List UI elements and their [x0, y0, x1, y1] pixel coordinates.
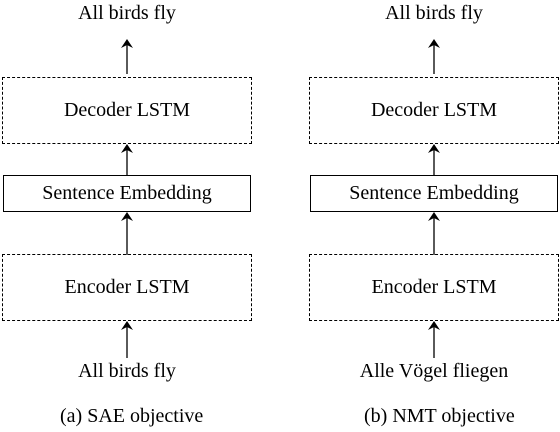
panel-nmt: All birds fly Decoder LSTM Sentence Embe… [309, 0, 559, 432]
panel-sae: All birds fly Decoder LSTM Sentence Embe… [2, 0, 252, 432]
arrow-encoder-to-embedding [121, 212, 133, 255]
decoder-lstm-box: Decoder LSTM [309, 77, 559, 144]
caption-nmt: (b) NMT objective [364, 405, 515, 427]
encoder-lstm-label: Encoder LSTM [64, 276, 190, 298]
decoder-lstm-box: Decoder LSTM [2, 77, 252, 144]
input-text: All birds fly [78, 360, 176, 382]
decoder-lstm-label: Decoder LSTM [63, 99, 191, 121]
arrow-input-to-encoder [428, 321, 440, 358]
arrow-embedding-to-decoder [428, 144, 440, 176]
output-text: All birds fly [385, 2, 483, 24]
sentence-embedding-box: Sentence Embedding [3, 175, 251, 212]
sentence-embedding-label: Sentence Embedding [349, 182, 519, 204]
arrow-embedding-to-decoder [121, 144, 133, 176]
encoder-lstm-label: Encoder LSTM [371, 276, 497, 298]
sentence-embedding-label: Sentence Embedding [42, 182, 212, 204]
arrow-decoder-to-output [428, 39, 440, 74]
output-text: All birds fly [78, 2, 176, 24]
arrow-input-to-encoder [121, 321, 133, 358]
sentence-embedding-box: Sentence Embedding [310, 175, 558, 212]
encoder-lstm-box: Encoder LSTM [309, 254, 559, 321]
arrow-decoder-to-output [121, 39, 133, 74]
input-text: Alle Vögel fliegen [359, 360, 509, 382]
arrow-encoder-to-embedding [428, 212, 440, 255]
decoder-lstm-label: Decoder LSTM [370, 99, 498, 121]
encoder-lstm-box: Encoder LSTM [2, 254, 252, 321]
caption-sae: (a) SAE objective [60, 405, 204, 427]
